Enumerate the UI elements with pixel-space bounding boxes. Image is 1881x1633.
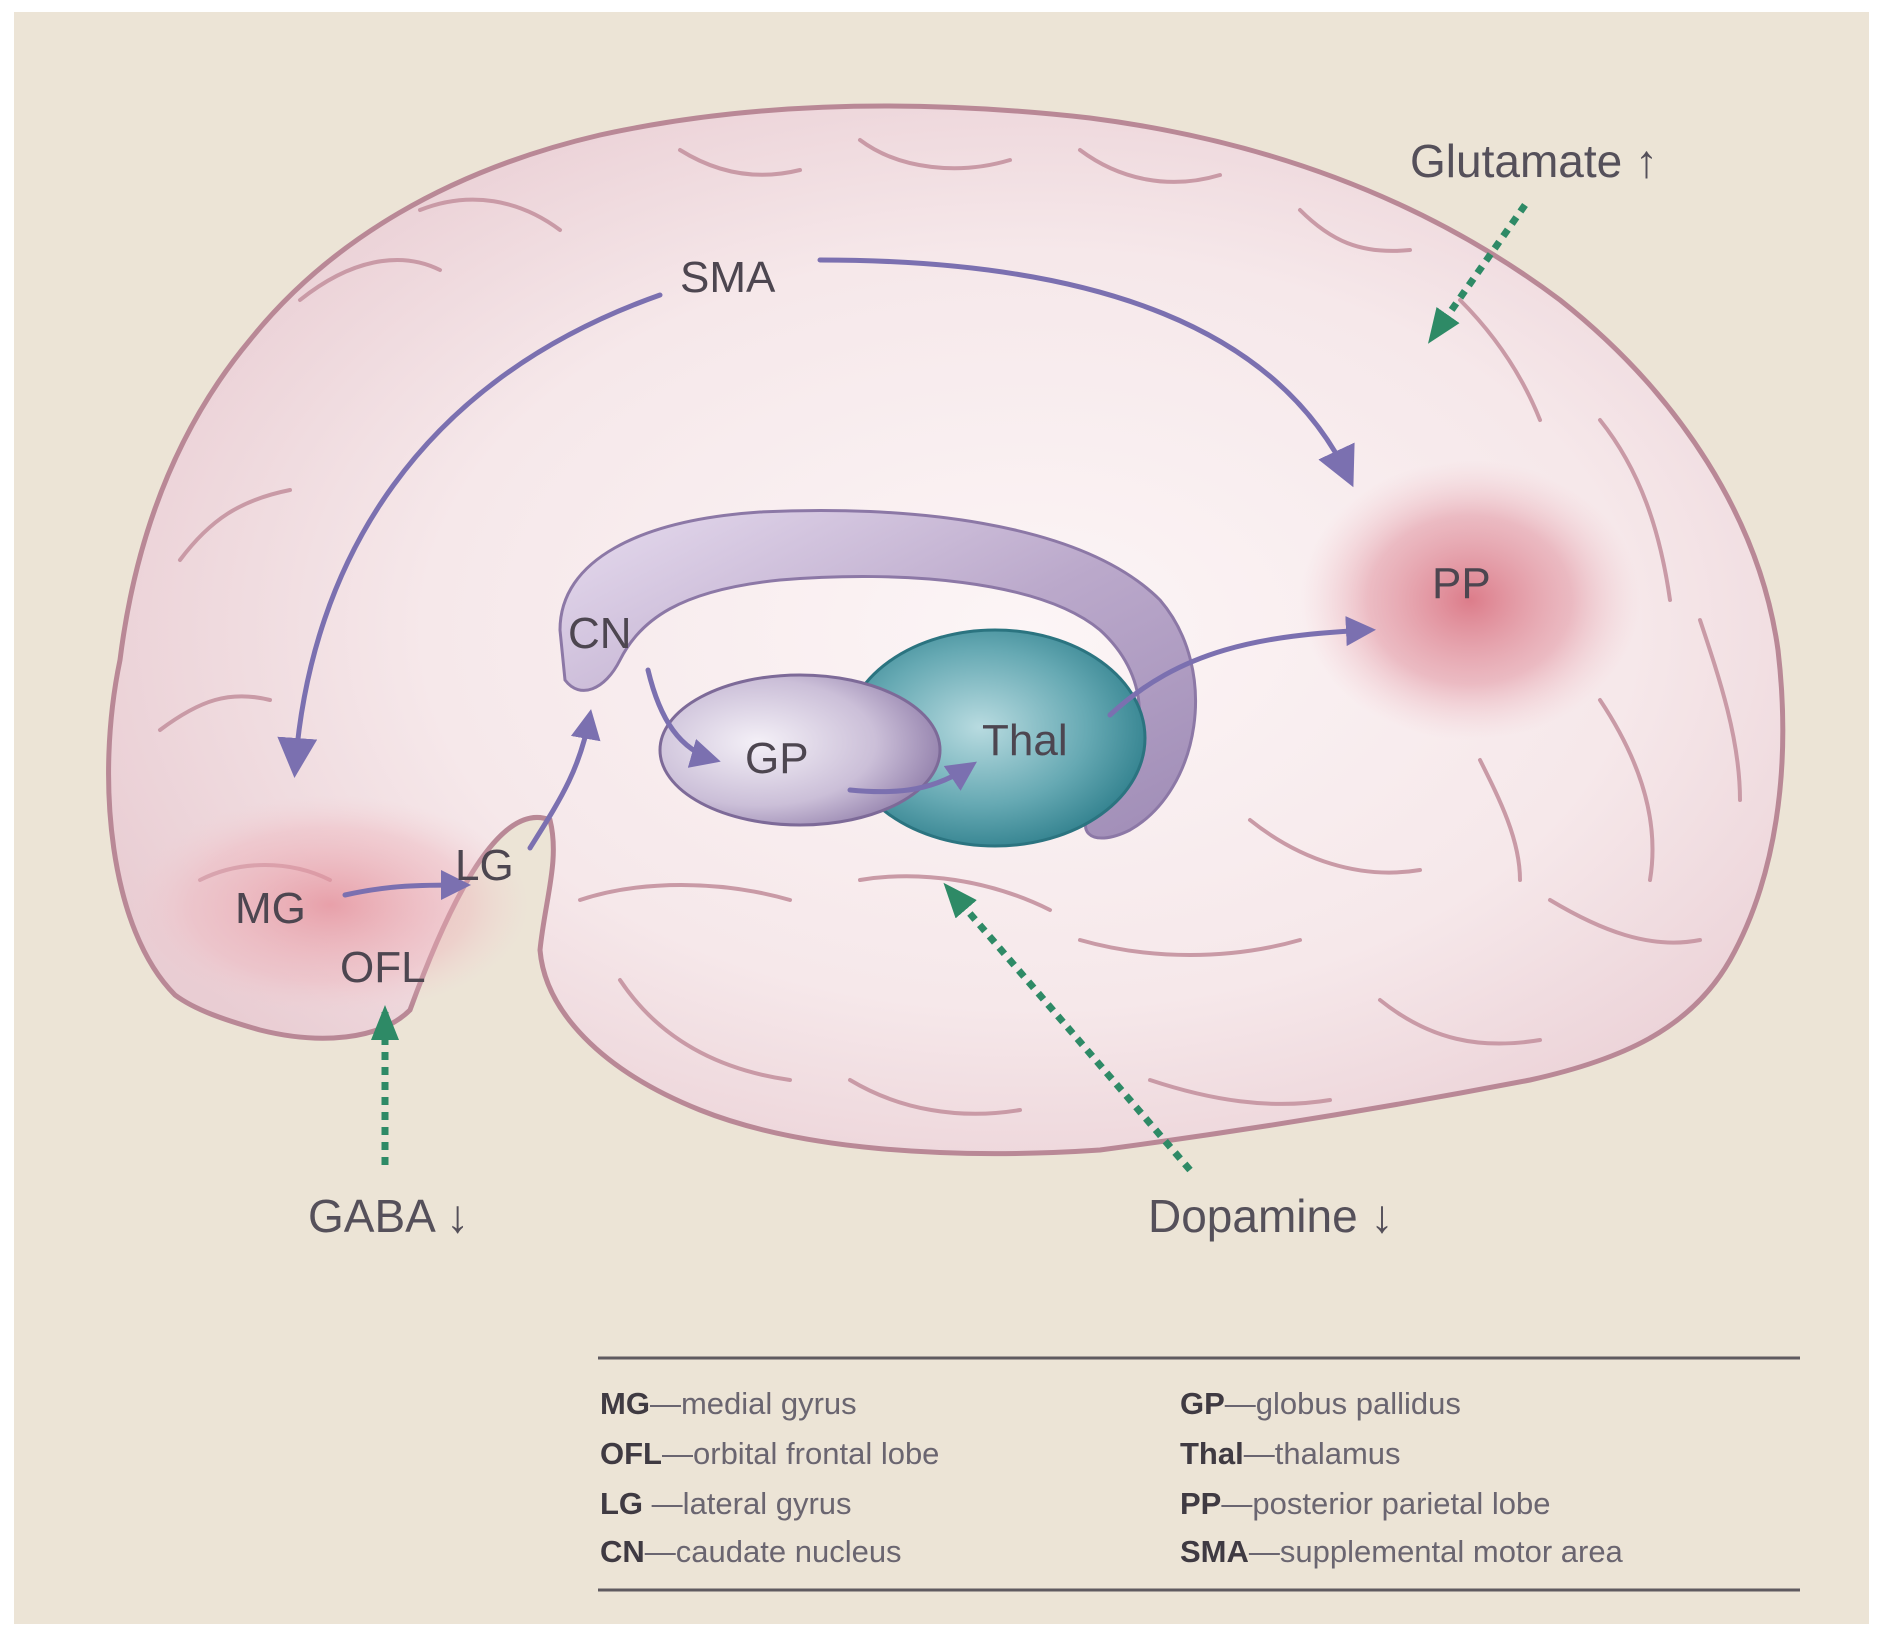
legend-left-row-4: CN—caudate nucleus — [600, 1534, 902, 1569]
label-cn: CN — [568, 609, 632, 658]
legend-right-row-3: PP—posterior parietal lobe — [1180, 1486, 1550, 1521]
label-dopamine: Dopamine ↓ — [1148, 1190, 1393, 1242]
label-ofl: OFL — [340, 943, 426, 992]
label-lg: LG — [455, 841, 514, 890]
legend-right-row-4: SMA—supplemental motor area — [1180, 1534, 1624, 1569]
label-thal: Thal — [982, 716, 1068, 765]
legend-right-row-2: Thal—thalamus — [1180, 1436, 1401, 1471]
legend-right-row-1: GP—globus pallidus — [1180, 1386, 1461, 1421]
legend-left-row-1: MG—medial gyrus — [600, 1386, 857, 1421]
label-gaba: GABA ↓ — [308, 1190, 469, 1242]
label-sma: SMA — [680, 253, 776, 302]
label-gp: GP — [745, 734, 809, 783]
legend-left-row-3: LG —lateral gyrus — [600, 1486, 852, 1521]
frontal-highlight — [130, 795, 530, 1015]
label-glutamate: Glutamate ↑ — [1410, 135, 1658, 187]
legend-left-row-2: OFL—orbital frontal lobe — [600, 1436, 939, 1471]
label-pp: PP — [1432, 559, 1491, 608]
label-mg: MG — [235, 884, 306, 933]
